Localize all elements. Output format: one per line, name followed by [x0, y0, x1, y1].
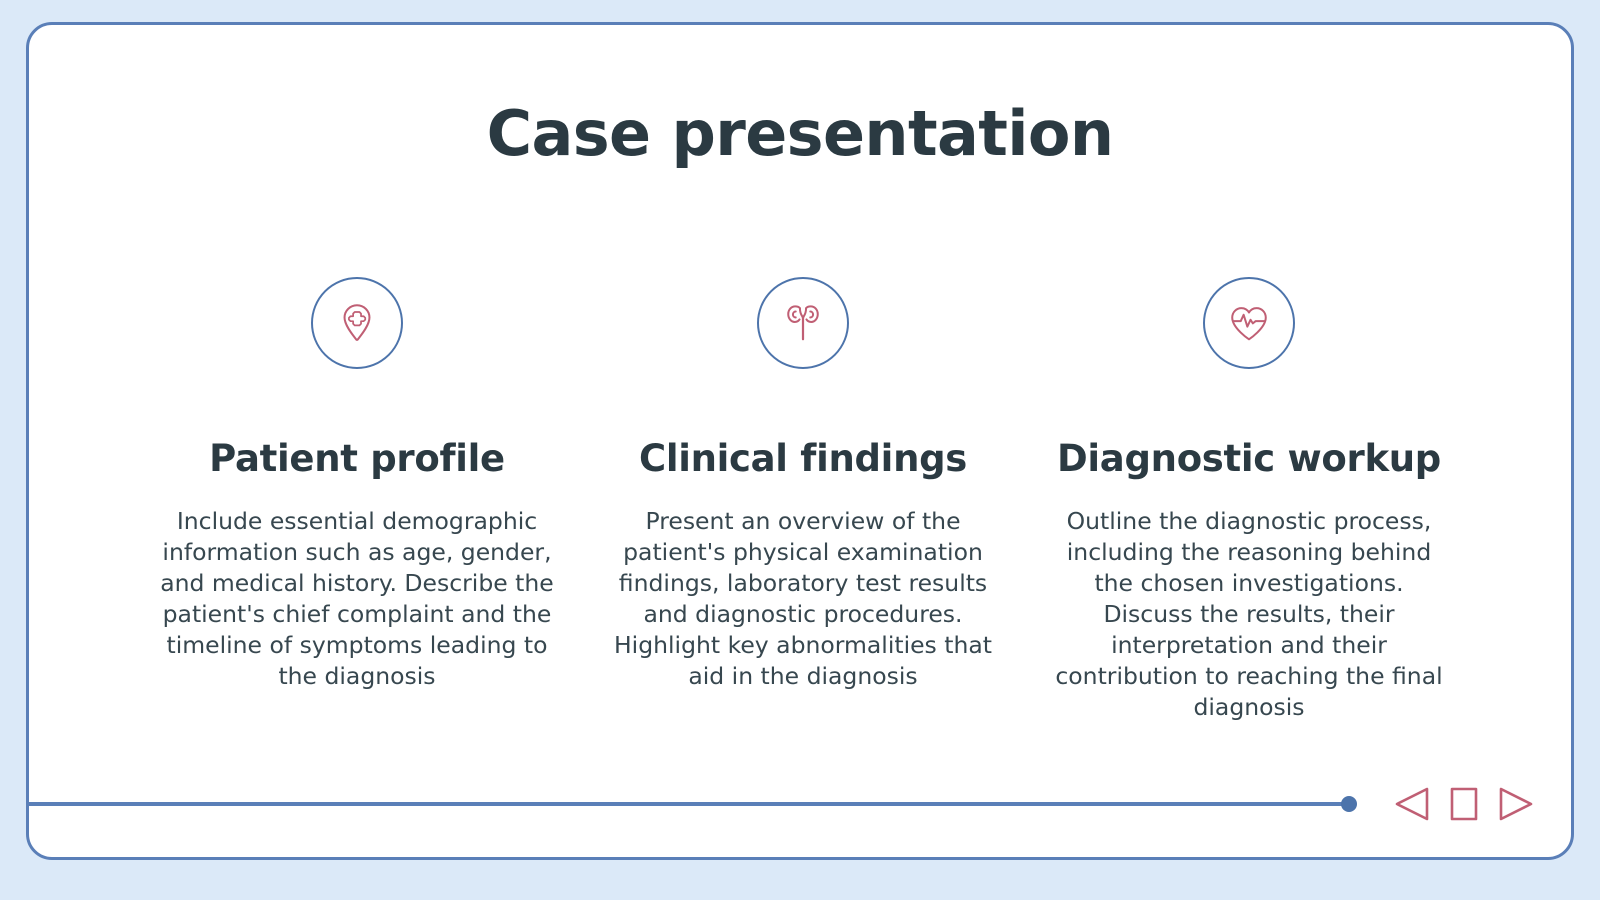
icon-circle-diagnostic-workup — [1203, 277, 1295, 369]
column-heading: Clinical findings — [638, 437, 968, 480]
feature-columns: Patient profile Include essential demogr… — [141, 277, 1465, 723]
column-patient-profile: Patient profile Include essential demogr… — [141, 277, 573, 692]
navigation-controls — [1389, 779, 1539, 829]
column-body: Present an overview of the patient's phy… — [614, 506, 992, 690]
column-body: Outline the diagnostic process, includin… — [1055, 506, 1443, 721]
previous-button[interactable] — [1389, 779, 1435, 829]
triangle-right-icon — [1497, 784, 1535, 824]
page-title: Case presentation — [486, 97, 1114, 170]
icon-circle-clinical-findings — [757, 277, 849, 369]
triangle-left-icon — [1393, 784, 1431, 824]
kidneys-icon — [780, 300, 826, 346]
column-diagnostic-workup: Diagnostic workup Outline the diagnostic… — [1033, 277, 1465, 723]
stop-button[interactable] — [1441, 779, 1487, 829]
slide-card: Case presentation Patient profile Includ… — [26, 22, 1574, 860]
column-heading: Diagnostic workup — [1057, 437, 1441, 480]
progress-track[interactable] — [26, 802, 1348, 806]
map-pin-medical-cross-icon — [334, 300, 380, 346]
square-stop-icon — [1448, 784, 1480, 824]
next-button[interactable] — [1493, 779, 1539, 829]
heart-pulse-icon — [1226, 300, 1272, 346]
column-clinical-findings: Clinical findings Present an overview of… — [587, 277, 1019, 692]
column-body: Include essential demographic informatio… — [160, 506, 554, 690]
icon-circle-patient-profile — [311, 277, 403, 369]
column-heading: Patient profile — [209, 437, 505, 480]
progress-knob[interactable] — [1341, 796, 1357, 812]
